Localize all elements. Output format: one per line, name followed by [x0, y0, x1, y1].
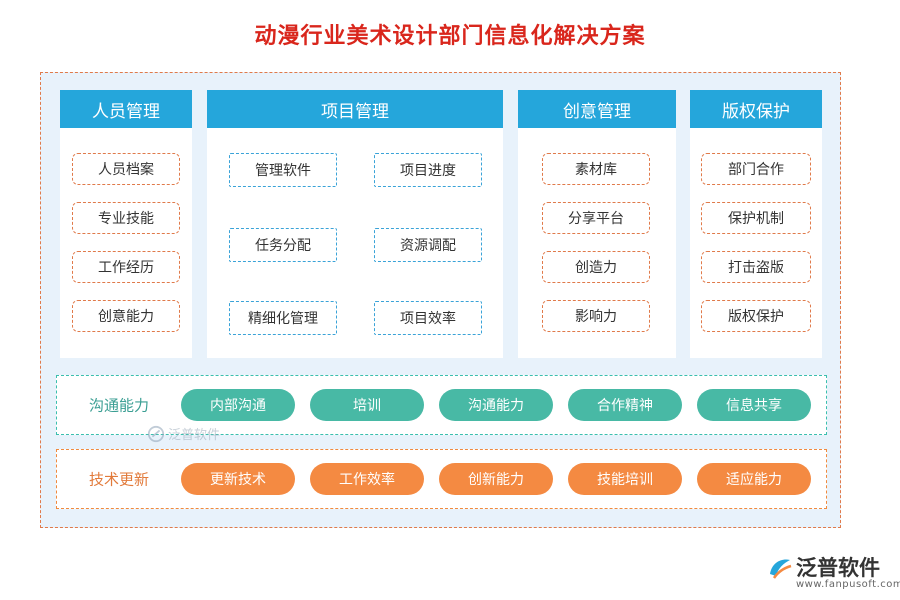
- item-refined-management: 精细化管理: [229, 301, 337, 335]
- item-management-software: 管理软件: [229, 153, 337, 187]
- panel-header: 创意管理: [518, 90, 676, 128]
- item-professional-skill: 专业技能: [72, 202, 180, 234]
- fanpu-logo-icon: [770, 559, 792, 579]
- panel-header: 版权保护: [690, 90, 822, 128]
- watermark-logo-icon: [147, 425, 165, 442]
- pill-work-efficiency: 工作效率: [310, 463, 424, 495]
- item-work-experience: 工作经历: [72, 251, 180, 283]
- pill-training: 培训: [310, 389, 424, 421]
- panel-project: 项目管理 管理软件 项目进度 任务分配 资源调配 精细化管理 项目效率: [207, 90, 503, 358]
- pill-internal-communication: 内部沟通: [181, 389, 295, 421]
- item-task-allocation: 任务分配: [229, 228, 337, 262]
- band-label: 技术更新: [88, 470, 149, 489]
- pill-update-technology: 更新技术: [181, 463, 295, 495]
- item-creative-ability: 创意能力: [72, 300, 180, 332]
- item-project-progress: 项目进度: [374, 153, 482, 187]
- item-material-library: 素材库: [542, 153, 650, 185]
- pill-skill-training: 技能培训: [568, 463, 682, 495]
- band-label: 沟通能力: [88, 396, 149, 415]
- item-sharing-platform: 分享平台: [542, 202, 650, 234]
- panel-header: 项目管理: [207, 90, 503, 128]
- panel-header: 人员管理: [60, 90, 192, 128]
- pill-information-sharing: 信息共享: [697, 389, 811, 421]
- item-project-efficiency: 项目效率: [374, 301, 482, 335]
- brand-logo: 泛普软件 www.fanpusoft.com: [766, 550, 900, 594]
- item-protection-mechanism: 保护机制: [701, 202, 811, 234]
- item-department-cooperation: 部门合作: [701, 153, 811, 185]
- watermark: 泛普软件: [147, 424, 220, 443]
- panel-personnel: 人员管理 人员档案 专业技能 工作经历 创意能力: [60, 90, 192, 358]
- item-personnel-file: 人员档案: [72, 153, 180, 185]
- solution-frame: 人员管理 人员档案 专业技能 工作经历 创意能力 项目管理 管理软件 项目进度 …: [40, 72, 841, 528]
- logo-url: www.fanpusoft.com: [796, 579, 900, 590]
- logo-name: 泛普软件: [796, 556, 880, 580]
- pill-adaptability: 适应能力: [697, 463, 811, 495]
- item-creativity: 创造力: [542, 251, 650, 283]
- item-resource-allocation: 资源调配: [374, 228, 482, 262]
- pill-innovation-ability: 创新能力: [439, 463, 553, 495]
- pill-teamwork: 合作精神: [568, 389, 682, 421]
- item-influence: 影响力: [542, 300, 650, 332]
- panel-creative: 创意管理 素材库 分享平台 创造力 影响力: [518, 90, 676, 358]
- item-anti-piracy: 打击盗版: [701, 251, 811, 283]
- page-title: 动漫行业美术设计部门信息化解决方案: [254, 24, 646, 49]
- band-communication: 沟通能力 内部沟通 培训 沟通能力 合作精神 信息共享: [56, 375, 827, 435]
- panel-copyright: 版权保护 部门合作 保护机制 打击盗版 版权保护: [690, 90, 822, 358]
- watermark-text: 泛普软件: [168, 428, 221, 443]
- pill-communication-ability: 沟通能力: [439, 389, 553, 421]
- item-copyright-protection: 版权保护: [701, 300, 811, 332]
- band-tech-update: 技术更新 更新技术 工作效率 创新能力 技能培训 适应能力: [56, 449, 827, 509]
